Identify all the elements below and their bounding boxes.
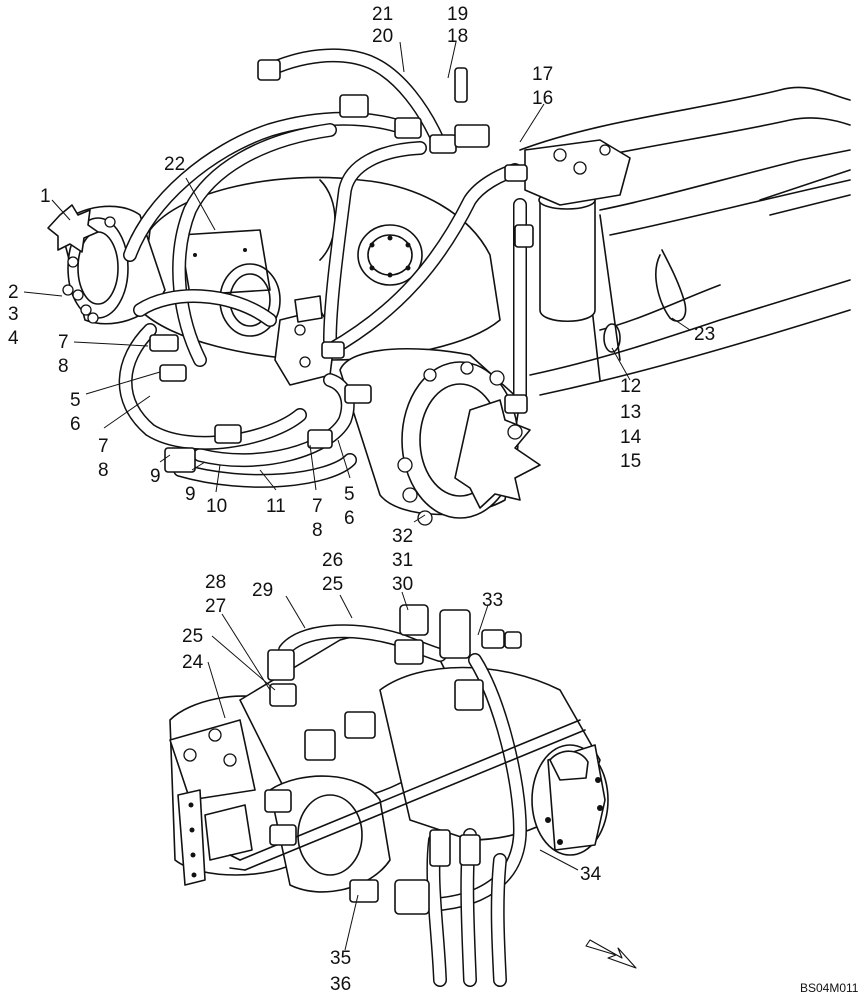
lower-leader-lines	[207, 591, 579, 951]
callout-29: 29	[252, 580, 273, 601]
reservoir-tank	[538, 190, 596, 323]
callout-5-a: 5	[70, 390, 81, 411]
callout-19: 19	[447, 4, 468, 25]
callout-8-b: 8	[98, 460, 109, 481]
callout-9-b: 9	[185, 484, 196, 505]
callout-24: 24	[182, 652, 204, 673]
upper-hoses	[118, 48, 527, 488]
callout-8-a: 8	[58, 356, 69, 377]
callout-33: 33	[482, 590, 503, 611]
callout-17: 17	[532, 64, 553, 85]
upper-leader-lines	[23, 41, 691, 523]
callout-23: 23	[694, 324, 715, 345]
callout-25-b: 25	[182, 626, 203, 647]
callout-7-c: 7	[312, 496, 323, 517]
lower-assembly-view	[169, 591, 637, 987]
callout-36: 36	[330, 974, 351, 995]
callout-13: 13	[620, 402, 641, 423]
callout-16: 16	[532, 88, 553, 109]
center-valve-block	[274, 295, 336, 386]
callout-35: 35	[330, 948, 351, 969]
callout-8-c: 8	[312, 520, 323, 541]
callout-15: 15	[620, 451, 641, 472]
callout-1: 1	[40, 186, 51, 207]
document-code: BS04M011	[800, 981, 859, 995]
callout-14: 14	[620, 427, 642, 448]
callout-4: 4	[8, 328, 19, 349]
callout-2: 2	[8, 282, 19, 303]
mounting-bracket	[177, 789, 253, 886]
callout-27: 27	[205, 596, 226, 617]
callout-34: 34	[580, 864, 602, 885]
callout-10: 10	[206, 496, 227, 517]
callout-12: 12	[620, 376, 641, 397]
callout-labels: 21 20 19 18 17 16 22 1 2 3 4 7 8 5 6 7 8…	[8, 4, 859, 995]
callout-26: 26	[322, 550, 343, 571]
right-drive-motor	[339, 347, 541, 526]
callout-5-b: 5	[344, 484, 355, 505]
callout-9-a: 9	[150, 466, 161, 487]
upper-fittings	[149, 59, 534, 473]
lower-fittings	[264, 604, 522, 915]
upper-assembly-view	[23, 41, 851, 526]
callout-31: 31	[392, 550, 413, 571]
callout-30: 30	[392, 574, 413, 595]
callout-6-b: 6	[344, 508, 355, 529]
callout-20: 20	[372, 26, 393, 47]
callout-25-a: 25	[322, 574, 343, 595]
callout-3: 3	[8, 304, 19, 325]
callout-6-a: 6	[70, 414, 81, 435]
callout-11: 11	[266, 496, 286, 517]
callout-7-a: 7	[58, 332, 69, 353]
upper-valve-block	[524, 139, 631, 206]
callout-18: 18	[447, 26, 468, 47]
direction-arrow	[585, 939, 637, 969]
callout-7-b: 7	[98, 436, 109, 457]
callout-21: 21	[372, 4, 393, 25]
loop-clip-23	[655, 249, 687, 322]
callout-28: 28	[205, 572, 226, 593]
callout-22: 22	[164, 154, 185, 175]
callout-32: 32	[392, 526, 413, 547]
